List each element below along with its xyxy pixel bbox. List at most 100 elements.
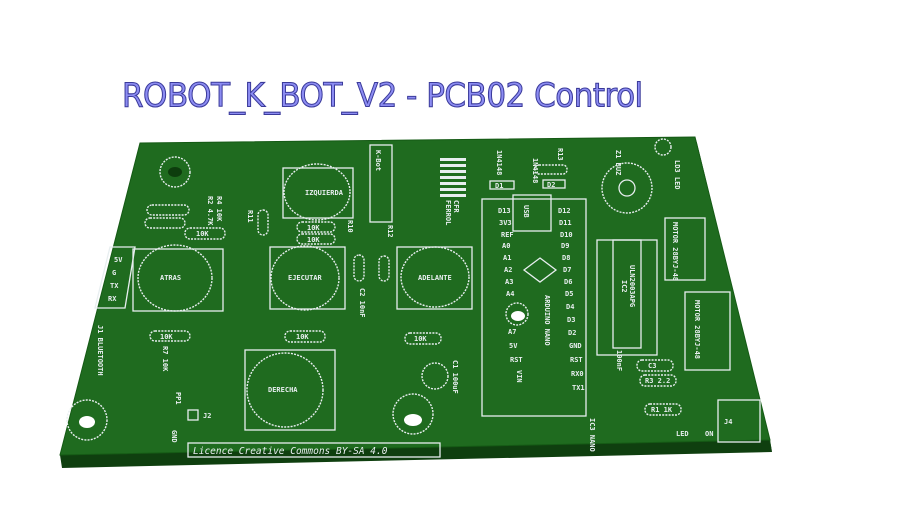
svg-text:D5: D5 bbox=[565, 290, 573, 298]
svg-text:RX0: RX0 bbox=[571, 370, 584, 378]
resistor-r12: R12 bbox=[378, 225, 394, 282]
svg-text:IC2: IC2 bbox=[620, 280, 628, 293]
svg-text:3V3: 3V3 bbox=[499, 219, 512, 227]
kbot-logo: K-Bot bbox=[369, 144, 393, 223]
ic2-uln2003: IC2 ULN2003APG 100nF bbox=[596, 239, 658, 371]
capacitor-c1: C1 100uF bbox=[421, 360, 459, 394]
resistor: 10K bbox=[284, 330, 326, 343]
svg-text:A1: A1 bbox=[503, 254, 511, 262]
svg-text:D2: D2 bbox=[568, 329, 576, 337]
svg-text:D4: D4 bbox=[566, 303, 574, 311]
svg-text:RST: RST bbox=[510, 356, 523, 364]
svg-text:5V: 5V bbox=[509, 342, 518, 350]
svg-text:LD3 LED: LD3 LED bbox=[673, 160, 681, 190]
svg-text:A0: A0 bbox=[502, 242, 510, 250]
svg-text:TX1: TX1 bbox=[572, 384, 585, 392]
svg-text:D6: D6 bbox=[564, 278, 572, 286]
connector-j3-power: J4 bbox=[717, 399, 761, 443]
svg-text:D10: D10 bbox=[560, 231, 573, 239]
svg-text:5V: 5V bbox=[114, 256, 123, 264]
mounting-hole bbox=[505, 302, 529, 326]
resistor-r2: R2 4.7K bbox=[146, 196, 214, 226]
svg-text:R3 2.2: R3 2.2 bbox=[645, 377, 670, 385]
connector-j4-motor: MOTOR 28BYJ-48 bbox=[664, 217, 706, 281]
licence-box: Licence Creative Commons BY-SA 4.0 bbox=[187, 442, 441, 458]
svg-text:10K: 10K bbox=[196, 230, 209, 238]
pcb-board bbox=[59, 136, 771, 456]
resistor: R3 2.2 bbox=[639, 374, 677, 387]
svg-text:Licence Creative Commons BY-SA: Licence Creative Commons BY-SA 4.0 bbox=[193, 446, 388, 457]
led-ld3: LD3 LED bbox=[654, 138, 681, 190]
svg-text:IZQUIERDA: IZQUIERDA bbox=[305, 189, 344, 197]
svg-text:TX: TX bbox=[110, 282, 119, 290]
svg-text:EJECUTAR: EJECUTAR bbox=[288, 274, 323, 282]
resistor-r13: R13 bbox=[534, 148, 568, 175]
svg-text:A4: A4 bbox=[506, 290, 514, 298]
svg-text:D7: D7 bbox=[563, 266, 571, 274]
jumper-j2: J2 bbox=[187, 409, 211, 421]
svg-text:ULN2003APG: ULN2003APG bbox=[628, 265, 636, 307]
buzzer-z1: Z1 BUZ bbox=[601, 150, 653, 214]
diode-d1: D1 1N4148 bbox=[489, 150, 515, 190]
gnd-label: GND bbox=[170, 430, 178, 443]
svg-text:RST: RST bbox=[570, 356, 583, 364]
svg-text:D3: D3 bbox=[567, 316, 575, 324]
svg-text:J2: J2 bbox=[203, 412, 211, 420]
svg-text:G: G bbox=[112, 269, 116, 277]
svg-text:D13: D13 bbox=[498, 207, 511, 215]
svg-text:R10: R10 bbox=[346, 220, 354, 233]
capacitor-c2: C2 10nF bbox=[353, 254, 366, 318]
svg-text:ADELANTE: ADELANTE bbox=[418, 274, 452, 282]
svg-text:K-Bot: K-Bot bbox=[374, 150, 382, 171]
arduino-nano-footprint: USB ARDUINO NANO D13 3V3 REF A0 A1 A2 A3… bbox=[481, 194, 596, 452]
pot-s1: DERECHA bbox=[244, 349, 336, 431]
svg-text:100nF: 100nF bbox=[615, 350, 623, 371]
connector-j5-motor: MOTOR 28BYJ-48 bbox=[684, 291, 731, 371]
resistor-r7: 10K R7 10K bbox=[149, 330, 191, 372]
svg-text:DERECHA: DERECHA bbox=[268, 386, 298, 394]
resistor: 10K bbox=[296, 221, 336, 233]
pot-s2: ATRAS bbox=[132, 244, 224, 312]
resistor: 10K bbox=[184, 227, 226, 240]
pp1-label: PP1 bbox=[174, 392, 182, 405]
svg-text:1N4148: 1N4148 bbox=[531, 158, 539, 183]
svg-text:R2 4.7K: R2 4.7K bbox=[206, 196, 214, 226]
svg-text:D11: D11 bbox=[559, 219, 572, 227]
on-label: ON bbox=[705, 430, 713, 438]
svg-text:D12: D12 bbox=[558, 207, 571, 215]
svg-text:10K: 10K bbox=[307, 236, 320, 244]
svg-text:GND: GND bbox=[569, 342, 582, 350]
svg-text:Z1 BUZ: Z1 BUZ bbox=[614, 150, 622, 175]
svg-text:R4 10K: R4 10K bbox=[215, 196, 223, 222]
pot-s4: ADELANTE bbox=[396, 246, 473, 310]
resistor-r10-label: R10 bbox=[346, 220, 354, 233]
svg-text:1N4148: 1N4148 bbox=[495, 150, 503, 175]
model-title: ROBOT_K_BOT_V2 - PCB02 Control bbox=[122, 77, 644, 116]
svg-text:MOTOR 28BYJ-48: MOTOR 28BYJ-48 bbox=[671, 222, 679, 281]
resistor-r11: R11 bbox=[246, 209, 269, 236]
resistor: 10K bbox=[404, 332, 442, 345]
mounting-hole bbox=[159, 156, 191, 188]
svg-text:J1 BLUETOOTH: J1 BLUETOOTH bbox=[96, 325, 104, 376]
capacitor-c3: C3 bbox=[636, 359, 674, 372]
svg-text:10K: 10K bbox=[160, 333, 173, 341]
resistor: R1 1K bbox=[644, 403, 682, 416]
svg-text:RX: RX bbox=[108, 295, 117, 303]
svg-text:FERROL: FERROL bbox=[444, 200, 452, 225]
svg-text:R11: R11 bbox=[246, 210, 254, 223]
svg-text:ARDUINO NANO: ARDUINO NANO bbox=[543, 295, 551, 346]
board-edge bbox=[60, 440, 772, 468]
svg-text:USB: USB bbox=[522, 205, 530, 218]
svg-text:A2: A2 bbox=[504, 266, 512, 274]
svg-text:D9: D9 bbox=[561, 242, 569, 250]
mounting-hole bbox=[66, 399, 108, 441]
svg-text:10K: 10K bbox=[414, 335, 427, 343]
svg-text:C2 10nF: C2 10nF bbox=[358, 288, 366, 318]
svg-text:C1 100uF: C1 100uF bbox=[451, 360, 459, 394]
svg-text:R13: R13 bbox=[556, 148, 564, 161]
led-label: LED bbox=[676, 430, 689, 438]
svg-text:MOTOR 28BYJ-48: MOTOR 28BYJ-48 bbox=[693, 300, 701, 359]
resistor-r4: R4 10K bbox=[144, 196, 223, 229]
